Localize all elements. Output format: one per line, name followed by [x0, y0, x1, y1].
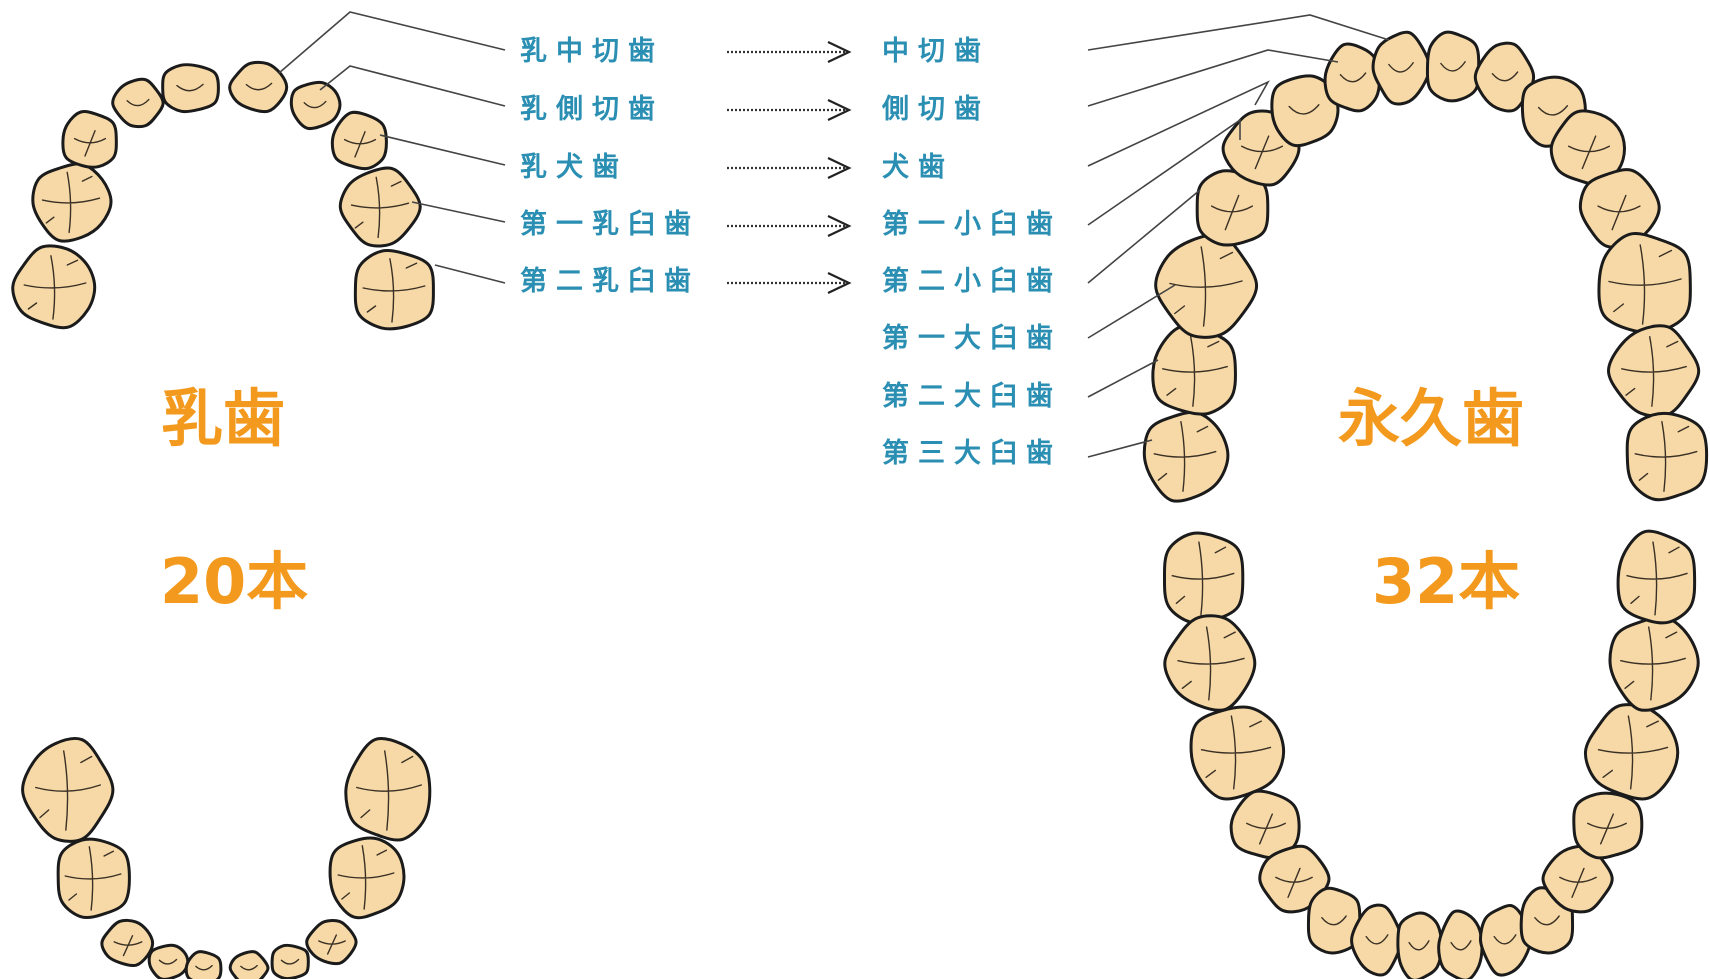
permanent-label-lateral-incisor: 側切歯	[881, 94, 990, 125]
permanent-label-second-premolar: 第二小臼歯	[882, 265, 1062, 297]
leader-line	[1087, 118, 1241, 226]
tooth	[1151, 324, 1237, 416]
leader-lines	[278, 11, 1390, 458]
arrow	[727, 41, 852, 63]
tooth	[100, 918, 155, 968]
arrow	[727, 215, 852, 237]
arrow	[727, 157, 852, 179]
tooth	[1162, 531, 1245, 625]
tooth	[1541, 844, 1614, 914]
tooth	[338, 166, 422, 248]
primary-count: 20本	[160, 545, 308, 618]
tooth	[353, 249, 435, 331]
tooth	[1437, 909, 1484, 979]
tooth	[1154, 233, 1259, 339]
tooth	[228, 60, 289, 114]
tooth	[11, 244, 97, 330]
permanent-label-first-molar: 第一大臼歯	[882, 322, 1062, 354]
primary-label-first-molar: 第一乳臼歯	[520, 208, 700, 240]
tooth	[228, 950, 270, 979]
tooth	[21, 737, 115, 843]
permanent-lower-arch	[1162, 529, 1700, 979]
tooth	[305, 918, 358, 966]
tooth	[328, 836, 406, 920]
leader-line	[379, 134, 506, 166]
tooth	[330, 110, 388, 171]
permanent-label-canine: 犬歯	[882, 152, 954, 183]
tooth	[1625, 411, 1709, 502]
leader-line	[319, 65, 506, 107]
primary-label-second-molar: 第二乳臼歯	[520, 265, 700, 297]
tooth	[61, 110, 118, 169]
primary-title: 乳歯	[161, 382, 285, 455]
permanent-count: 32本	[1372, 545, 1520, 618]
leader-line	[1087, 49, 1339, 107]
permanent-label-second-molar: 第二大臼歯	[882, 380, 1062, 412]
tooth	[1371, 30, 1432, 106]
tooth	[1163, 614, 1257, 712]
tooth	[1306, 886, 1362, 955]
leader-line	[278, 11, 506, 74]
leader-line	[1087, 439, 1153, 458]
tooth	[1142, 410, 1230, 503]
tooth	[31, 162, 113, 243]
permanent-label-central-incisor: 中切歯	[882, 36, 990, 67]
permanent-title: 永久歯	[1338, 382, 1524, 455]
tooth	[147, 943, 190, 979]
leader-line	[1087, 80, 1270, 167]
tooth	[344, 737, 432, 842]
leader-line	[1087, 14, 1390, 51]
primary-label-central-incisor: 乳中切歯	[520, 36, 664, 67]
tooth	[1597, 232, 1692, 334]
leader-line	[434, 264, 506, 284]
primary-label-lateral-incisor: 乳側切歯	[520, 94, 664, 125]
tooth	[1478, 904, 1532, 977]
tooth	[1396, 911, 1443, 979]
permanent-label-first-premolar: 第一小臼歯	[882, 208, 1062, 240]
permanent-upper-arch	[1142, 30, 1709, 503]
leader-line	[1087, 359, 1159, 398]
leader-line	[1087, 284, 1176, 339]
mapping-arrows	[727, 41, 852, 294]
tooth	[289, 80, 342, 131]
tooth	[56, 837, 131, 920]
tooth	[1270, 74, 1340, 148]
tooth	[1473, 41, 1536, 113]
arrow	[727, 272, 852, 294]
primary-label-canine: 乳犬歯	[520, 152, 628, 183]
tooth	[161, 63, 220, 114]
tooth	[184, 950, 223, 979]
tooth	[111, 77, 165, 129]
tooth	[1608, 615, 1700, 712]
tooth	[1189, 705, 1286, 801]
tooth	[270, 943, 310, 979]
tooth	[1616, 529, 1697, 625]
tooth	[1323, 42, 1382, 113]
leader-line	[1087, 189, 1201, 284]
tooth	[1425, 30, 1481, 103]
tooth	[1350, 903, 1403, 977]
primary-lower-arch	[21, 737, 432, 979]
tooth	[1583, 703, 1680, 801]
primary-upper-arch	[11, 60, 435, 331]
tooth	[1572, 791, 1644, 860]
permanent-label-third-molar: 第三大臼歯	[882, 437, 1062, 469]
leader-line	[411, 201, 506, 223]
arrow	[727, 99, 852, 121]
tooth	[1606, 324, 1701, 418]
